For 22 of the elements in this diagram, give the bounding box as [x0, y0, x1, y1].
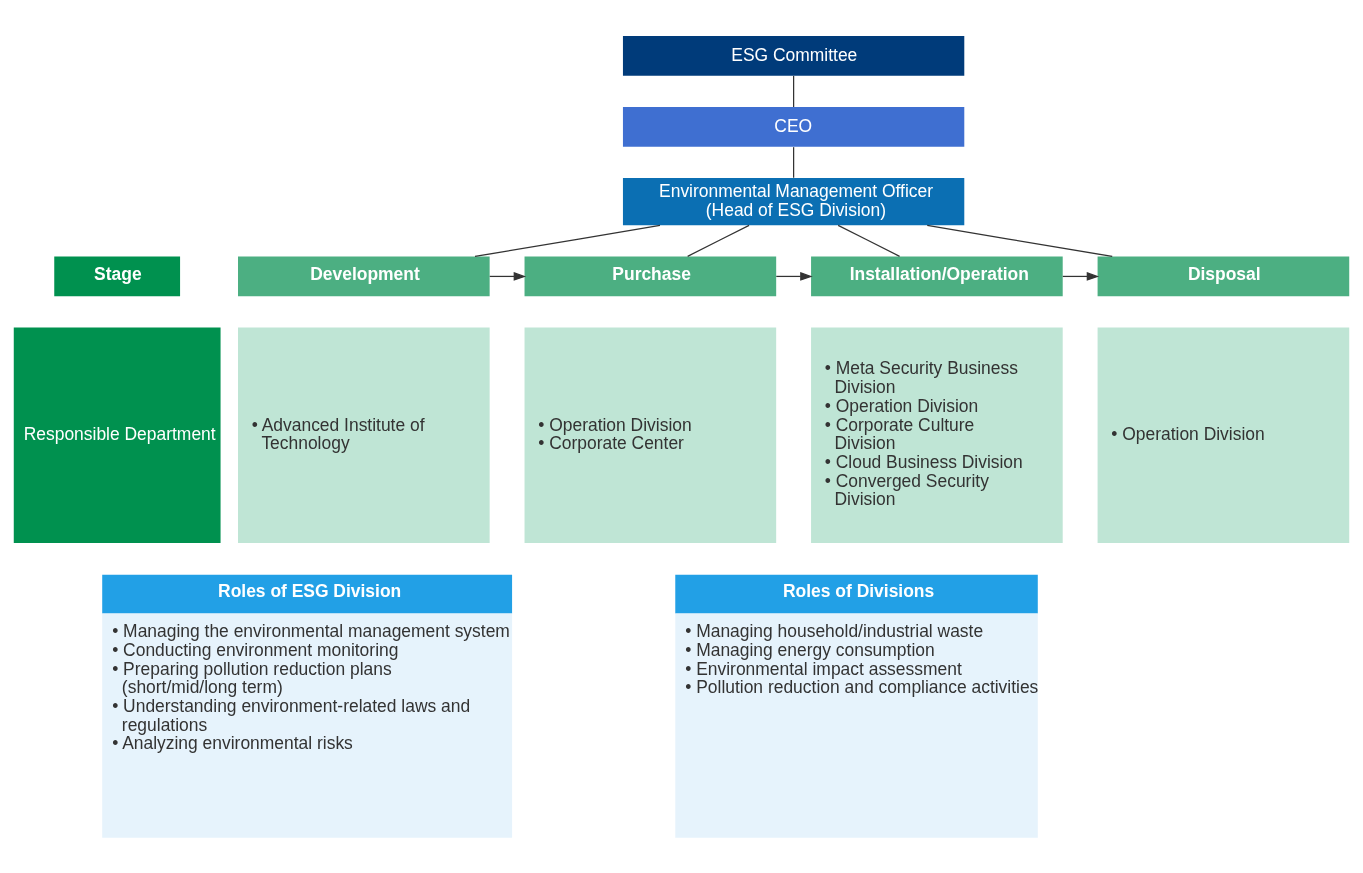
node-box: Purchase	[524, 256, 777, 297]
connector	[793, 146, 795, 179]
node-box: • Advanced Institute of Technology	[238, 327, 490, 543]
node-box: • Operation Division	[1097, 327, 1350, 543]
node-box: Disposal	[1097, 256, 1350, 297]
node-box: Installation/Operation	[811, 256, 1063, 297]
node-box: Environmental Management Officer (Head of ESG Division)	[622, 178, 965, 226]
node-box: CEO	[622, 107, 965, 147]
node-box: Stage	[54, 256, 181, 297]
node-box: Responsible Department	[13, 327, 221, 543]
node-box: • Meta Security Business Division • Operation Division • Corporate Culture Division • Cloud Business Division • Converged Security Division	[811, 327, 1063, 543]
connector	[474, 224, 661, 258]
arrow	[775, 272, 813, 281]
arrow	[1062, 272, 1100, 281]
node-box: • Operation Division • Corporate Center	[524, 327, 777, 543]
connector	[793, 75, 795, 108]
connector	[837, 224, 901, 257]
node-box: Development	[238, 256, 490, 297]
node-box: ESG Committee	[622, 36, 965, 76]
connector	[687, 224, 750, 257]
arrow	[489, 272, 527, 281]
connector	[926, 224, 1113, 258]
